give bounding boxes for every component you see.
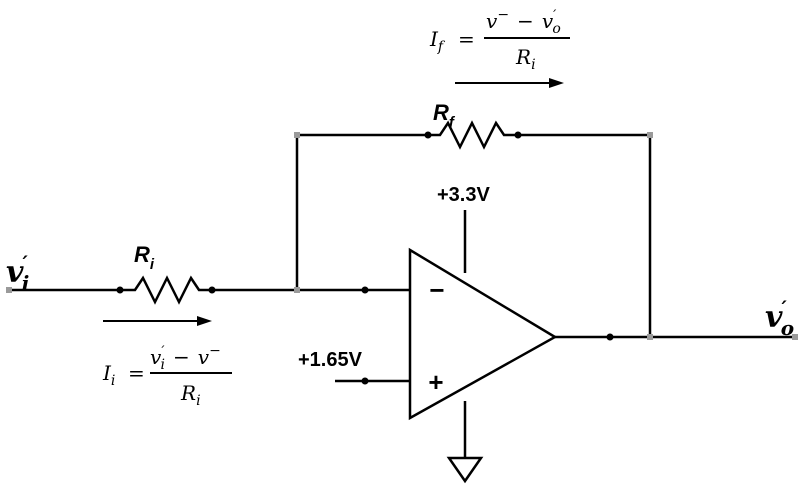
input-resistor-label: Ri — [134, 242, 155, 273]
feedback-wire-right — [518, 133, 652, 337]
junction-dot — [424, 131, 432, 139]
junction-dot — [514, 131, 522, 139]
input-current-formula: Ii = v′i−v− Ri — [102, 343, 232, 409]
corner-terminal — [647, 132, 653, 138]
input-node-label: v′i — [6, 251, 29, 295]
input-resistor-symbol — [120, 275, 212, 305]
junction-dot — [361, 377, 369, 385]
junction-dot — [361, 286, 369, 294]
output-terminal — [792, 334, 798, 340]
corner-terminal — [294, 287, 300, 293]
output-node-label: v′o — [765, 296, 794, 340]
junction-dot — [208, 286, 216, 294]
formula-numerator: v−−v′o — [486, 7, 561, 37]
feedback-resistor-label: Rf — [433, 100, 456, 131]
feedback-wire-left — [295, 133, 428, 290]
feedback-current-formula: If = v−−v′o Ri — [429, 7, 570, 73]
inverting-sign: − — [429, 275, 444, 305]
input-terminal — [6, 287, 12, 293]
noninverting-sign: + — [428, 367, 443, 397]
corner-terminal — [294, 132, 300, 138]
feedback-current-arrowhead — [549, 78, 564, 88]
formula-equals: = — [128, 361, 145, 385]
formula-denominator: Ri — [515, 45, 536, 73]
formula-lhs: Ii — [102, 361, 115, 389]
junction-dot — [606, 333, 614, 341]
supply-voltage-label: +3.3V — [437, 184, 490, 206]
formula-lhs: If — [429, 27, 446, 55]
ground-symbol — [446, 456, 484, 484]
formula-denominator: Ri — [180, 381, 201, 409]
opamp-triangle — [408, 247, 558, 421]
input-current-arrowhead — [197, 316, 212, 326]
formula-equals: = — [458, 27, 475, 51]
junction-dot — [116, 286, 124, 294]
feedback-resistor-symbol — [428, 120, 518, 150]
reference-voltage-label: +1.65V — [298, 349, 363, 371]
corner-terminal — [647, 334, 653, 340]
formula-numerator: v′i−v− — [150, 343, 221, 373]
